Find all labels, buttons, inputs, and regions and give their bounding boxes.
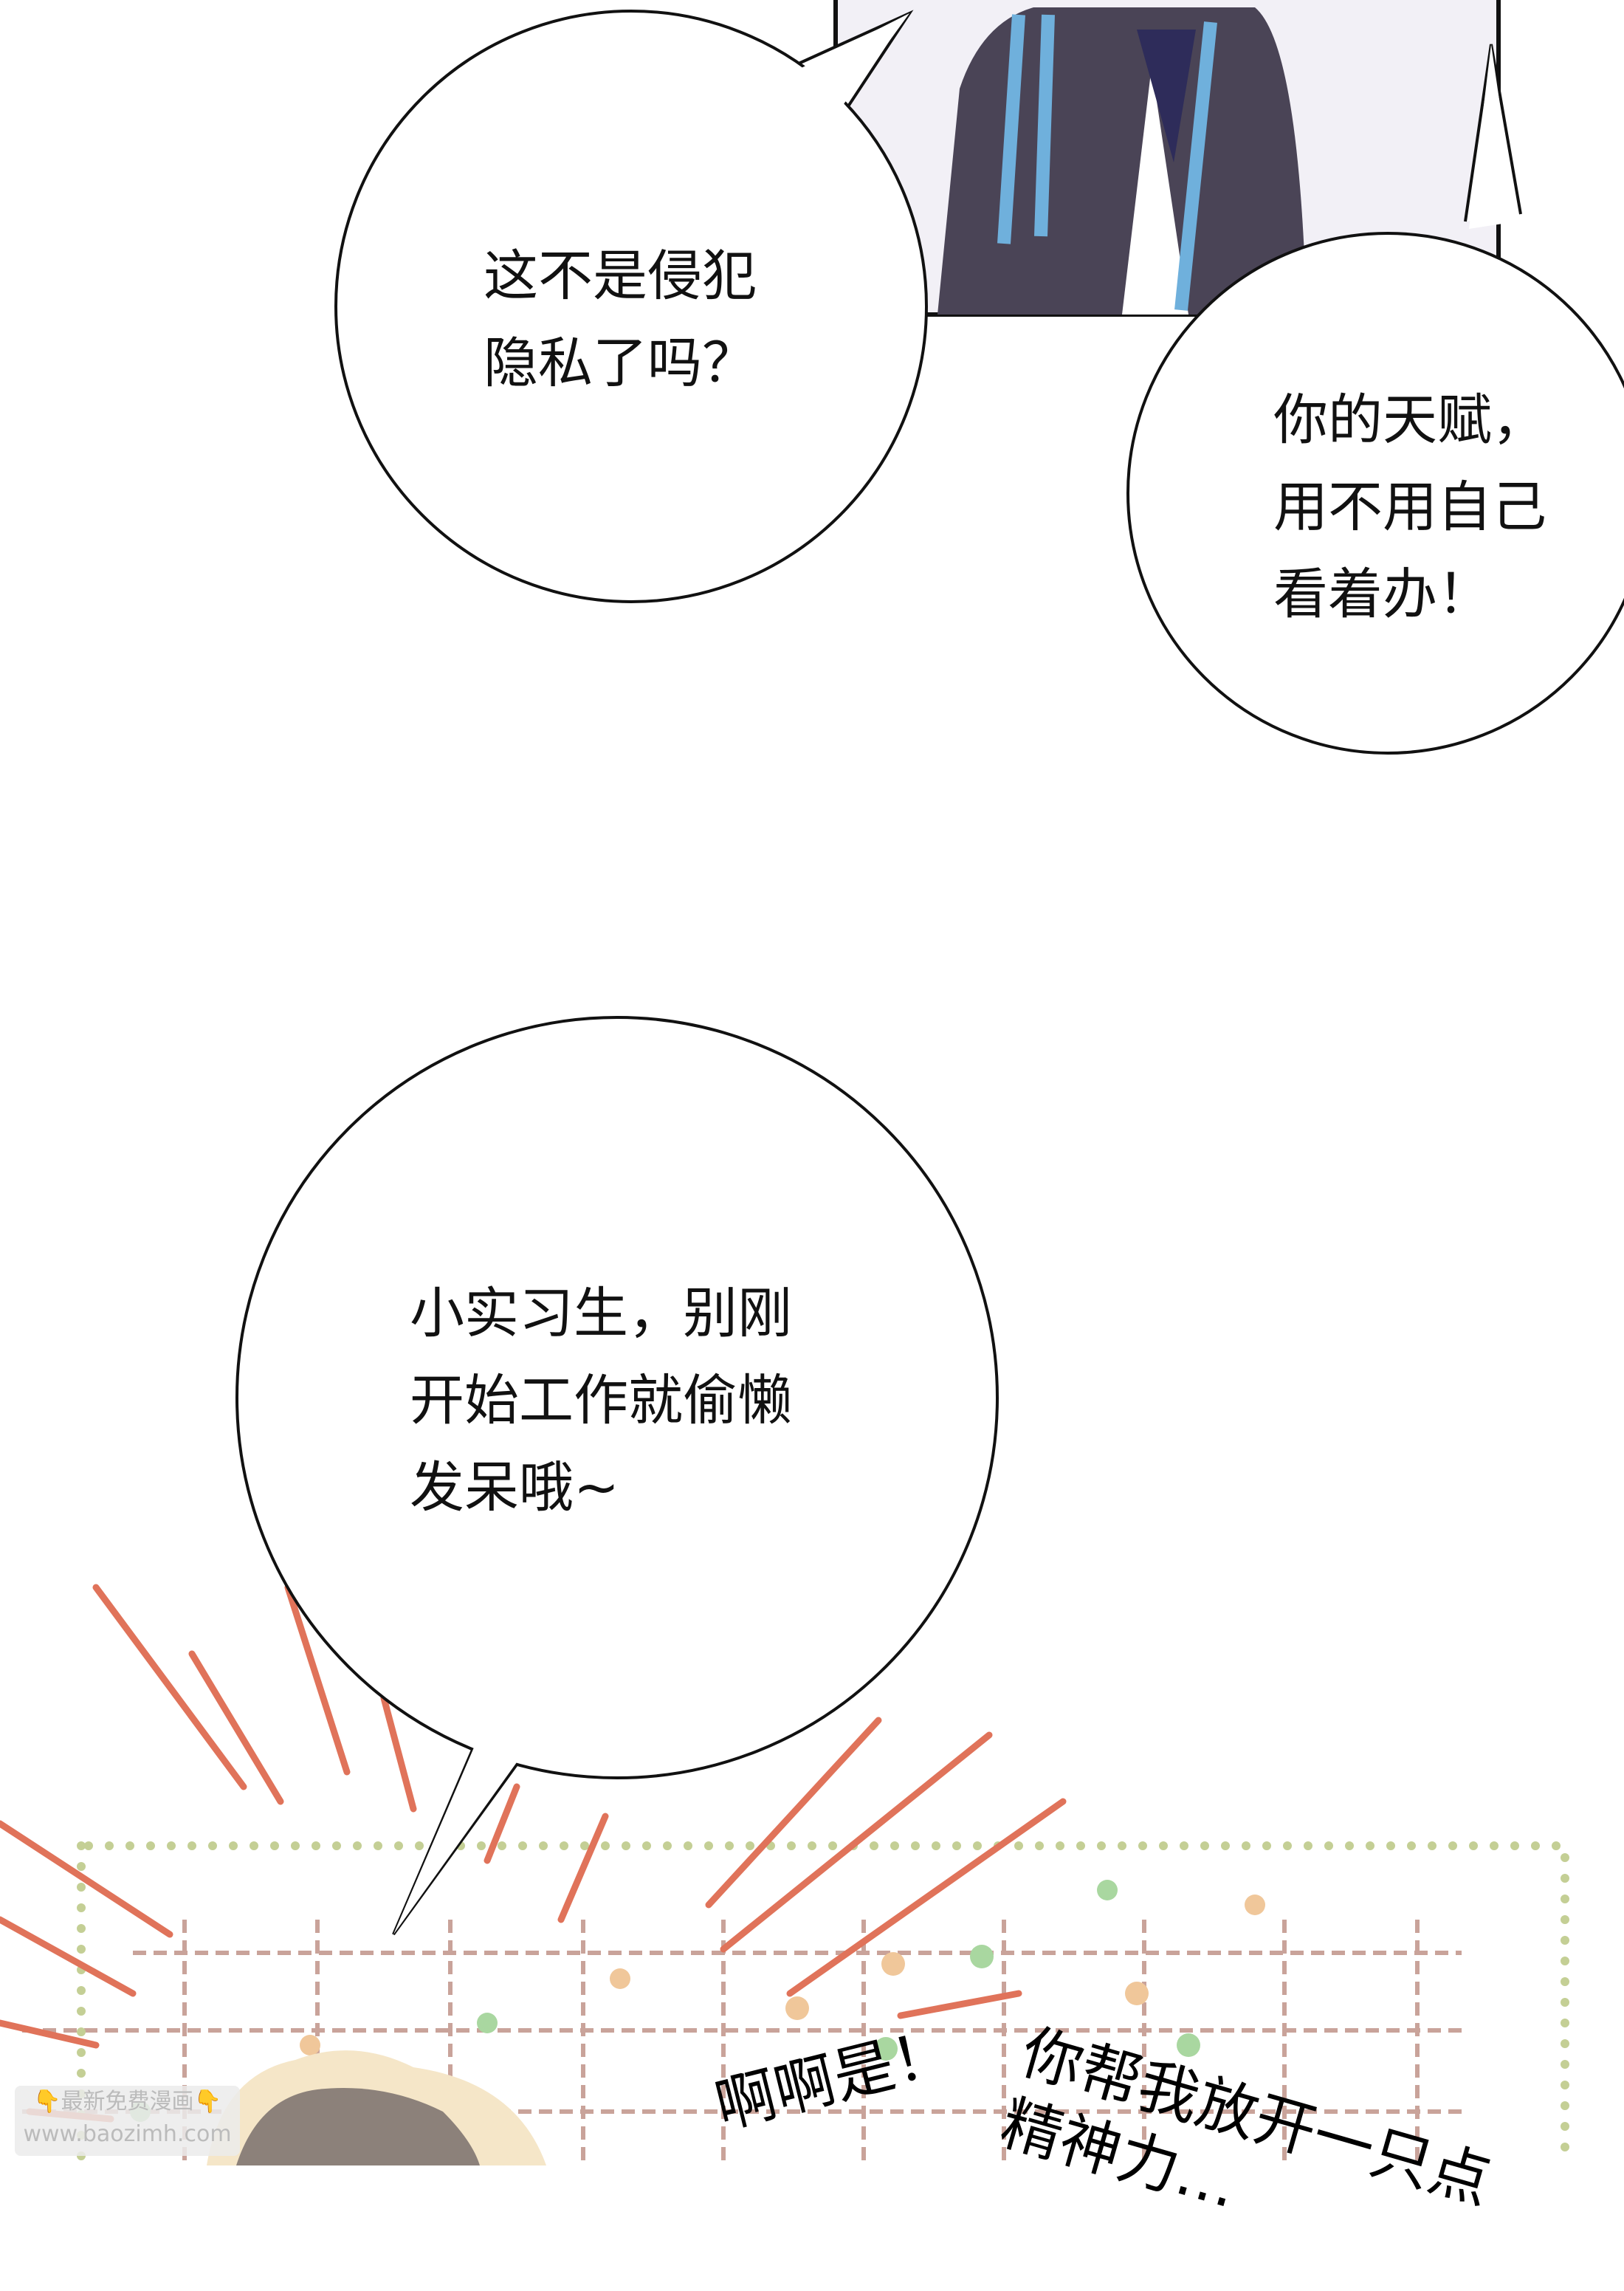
- comic-artwork: [0, 0, 1624, 2165]
- speed-rays: [0, 1584, 1067, 2123]
- watermark-line-2: www.baozimh.com: [23, 2121, 232, 2147]
- speech-bubble-3: [235, 1016, 999, 1936]
- bubble-1-text: 这不是侵犯 隐私了吗？: [484, 244, 757, 395]
- watermark: 👇最新免费漫画👇 www.baozimh.com: [15, 2086, 240, 2156]
- watermark-line-1: 👇最新免费漫画👇: [33, 2089, 221, 2115]
- character-panel: [833, 0, 1501, 317]
- character-head: [207, 2050, 546, 2165]
- bubble-2-text: 你的天赋， 用不用自己 看着办！: [1273, 388, 1546, 626]
- speech-bubble-1: [334, 10, 928, 603]
- speech-bubble-2: [1126, 44, 1624, 755]
- bubble-3-text: 小实习生，别刚 开始工作就偷懒 发呆哦~: [410, 1282, 792, 1519]
- confetti-dots: [130, 1880, 1265, 2122]
